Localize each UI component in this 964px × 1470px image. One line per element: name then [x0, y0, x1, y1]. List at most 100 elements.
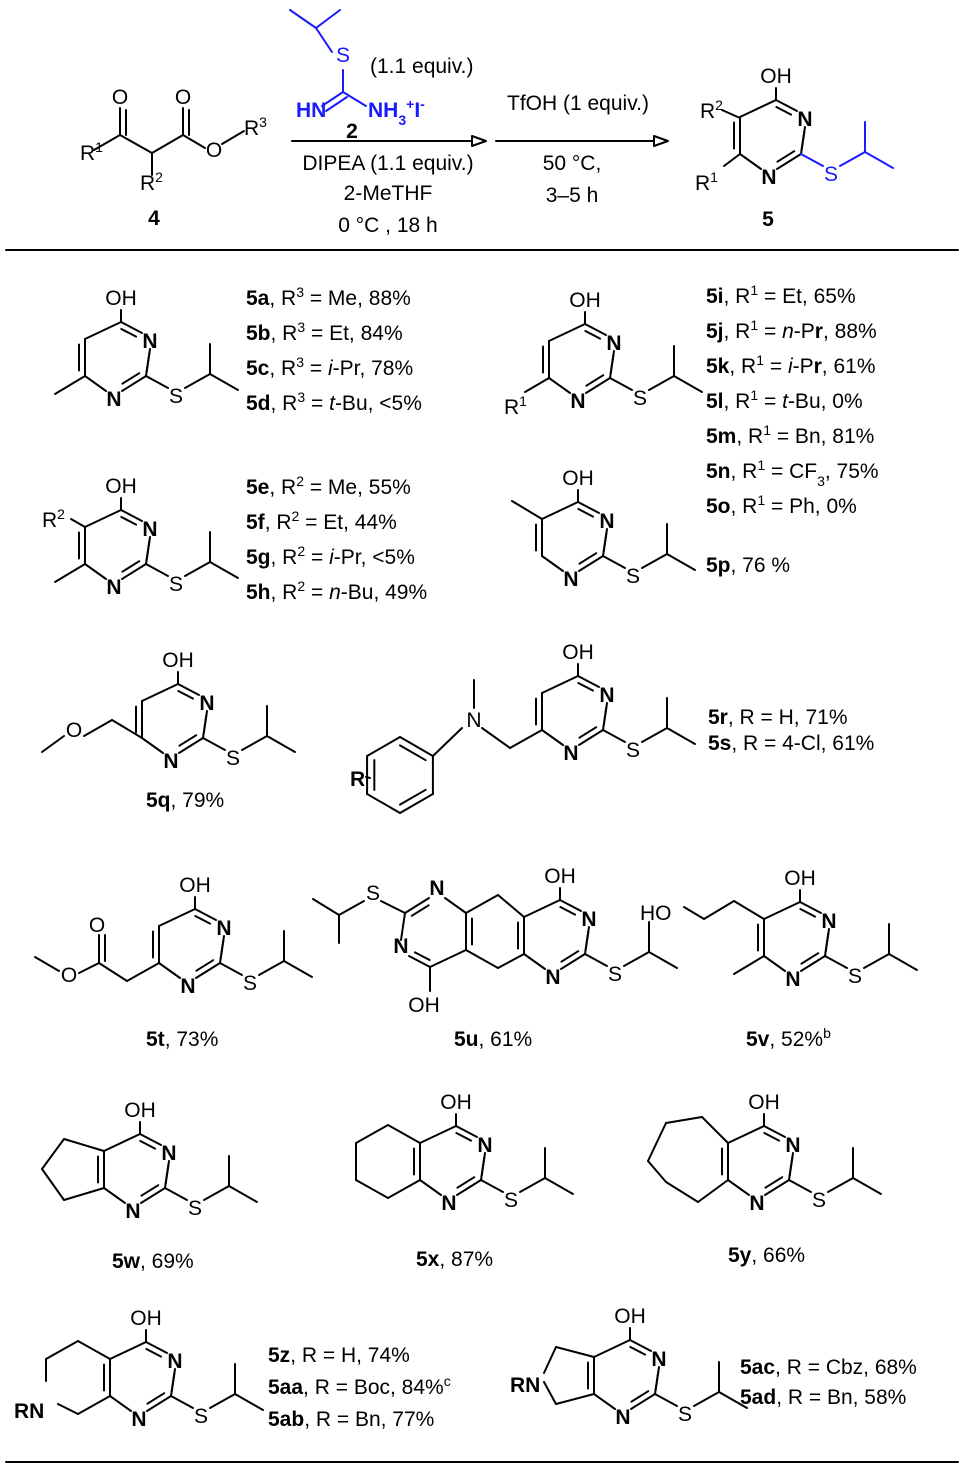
bond — [241, 735, 268, 751]
r2-substituent: R2 — [42, 506, 65, 532]
bond — [219, 962, 243, 976]
bond — [739, 99, 777, 118]
bond — [666, 727, 696, 745]
yield-entry: 5a, R3 = Me, 88% — [246, 284, 411, 310]
yield-entry: 5f, R2 = Et, 44% — [246, 508, 397, 534]
bond — [480, 1156, 486, 1177]
ring-nitrogen: N — [563, 742, 578, 765]
bond — [34, 956, 60, 972]
bond — [109, 1395, 132, 1412]
bond — [145, 1347, 163, 1358]
bond — [139, 1133, 162, 1146]
bond — [121, 563, 147, 580]
bond — [800, 955, 826, 972]
bond — [799, 907, 817, 918]
bond — [184, 373, 211, 389]
bond — [444, 897, 467, 914]
bond — [559, 905, 577, 916]
bond — [380, 900, 406, 914]
bond — [559, 899, 582, 912]
bond — [509, 729, 543, 749]
bond — [541, 729, 564, 746]
ring-nitrogen: N — [131, 1408, 146, 1431]
bond — [544, 1177, 574, 1195]
bond — [541, 675, 579, 694]
yield-entry: 5ac, R = Cbz, 68% — [740, 1356, 917, 1379]
bond — [387, 1179, 421, 1199]
bond — [182, 134, 206, 149]
bond — [121, 560, 141, 573]
bond — [497, 953, 525, 969]
sulfur-label: S — [188, 1197, 202, 1220]
bond — [609, 377, 633, 391]
step1-base: DIPEA (1.1 equiv.) — [302, 152, 473, 175]
sulfur-label: S — [848, 965, 862, 988]
bond — [697, 1179, 729, 1203]
hydroxyl-label: OH — [408, 994, 440, 1017]
bond — [654, 1393, 678, 1407]
bond — [585, 377, 611, 394]
bond — [543, 1346, 557, 1374]
ring-nitrogen: N — [161, 1142, 176, 1165]
bond — [84, 375, 107, 392]
bond — [683, 906, 705, 920]
bond — [410, 904, 430, 917]
ring-nitrogen: N — [216, 917, 231, 940]
product-r2: R2 — [700, 97, 723, 123]
bond — [703, 900, 735, 920]
rn-label: RN — [14, 1400, 44, 1423]
ring-nitrogen: N — [125, 1200, 140, 1223]
yield-entry: 5ab, R = Bn, 77% — [268, 1408, 434, 1431]
rn-label: RN — [510, 1374, 540, 1397]
bond — [548, 323, 586, 342]
ring-nitrogen: N — [563, 568, 578, 591]
bond — [648, 375, 675, 391]
bond — [120, 515, 138, 526]
ring-nitrogen: N — [106, 388, 121, 411]
bond — [578, 726, 598, 739]
bond — [63, 1187, 105, 1201]
bond — [654, 1370, 660, 1391]
bond — [701, 1116, 729, 1144]
step1-solvent: 2-MeTHF — [344, 182, 433, 205]
bond — [84, 509, 122, 528]
reagent-hn: HN — [296, 99, 326, 122]
bond — [481, 727, 511, 749]
bond — [641, 727, 668, 743]
step2-time: 3–5 h — [546, 184, 599, 207]
hydroxyl-label: OH — [130, 1307, 162, 1330]
arrow-head — [653, 135, 669, 147]
bond — [623, 951, 650, 967]
yield-entry: 5y, 66% — [728, 1244, 805, 1267]
bond — [164, 1164, 170, 1185]
bond — [641, 553, 668, 569]
bond — [177, 683, 200, 696]
bond — [788, 1179, 812, 1193]
hydroxyl-label: OH — [162, 649, 194, 672]
ring-nitrogen: N — [167, 1350, 182, 1373]
amine-nitrogen: N — [466, 709, 481, 732]
ring-nitrogen: N — [785, 968, 800, 991]
bond — [648, 951, 678, 969]
yield-entry: 5q, 79% — [146, 789, 224, 812]
bond — [524, 377, 550, 393]
yield-entry: 5s, R = 4-Cl, 61% — [708, 732, 874, 755]
bond — [519, 1177, 546, 1193]
bond — [151, 134, 184, 154]
bond — [888, 953, 918, 971]
bond — [195, 959, 215, 972]
bond — [584, 953, 608, 967]
bond — [733, 900, 765, 920]
bond — [630, 1390, 650, 1403]
bond — [315, 9, 341, 29]
ring-nitrogen: N — [606, 332, 621, 355]
bond — [84, 563, 107, 580]
bond — [325, 96, 348, 112]
sulfur-label: S — [626, 739, 640, 762]
bond — [355, 1124, 389, 1144]
yield-entry: 5u, 61% — [454, 1028, 532, 1051]
bond — [365, 776, 371, 779]
bond — [158, 908, 196, 927]
bond — [727, 1125, 765, 1144]
